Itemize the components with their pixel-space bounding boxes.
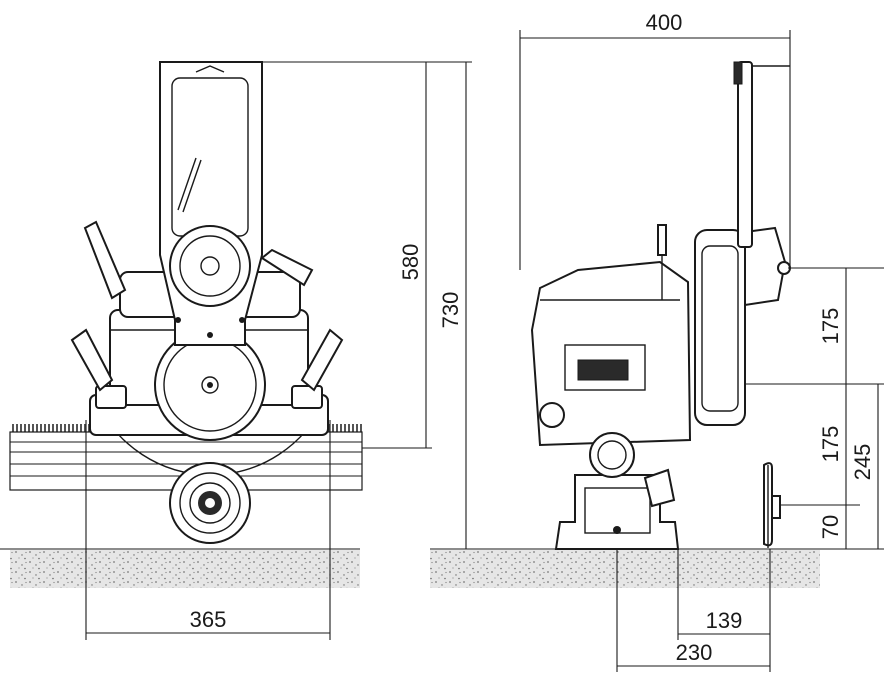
ground-left <box>0 548 360 588</box>
main-pulley-front <box>154 329 266 441</box>
dim-label-400: 400 <box>646 10 683 35</box>
blade-guard-side <box>694 61 791 426</box>
side-view <box>530 61 791 550</box>
dim-lines-front <box>85 61 472 640</box>
ground-right <box>430 548 884 588</box>
dim-label-230: 230 <box>676 640 713 665</box>
dim-label-730: 730 <box>438 292 463 329</box>
dim-label-139: 139 <box>706 608 743 633</box>
dim-label-245: 245 <box>850 444 875 481</box>
rail-wheel-front <box>169 462 251 544</box>
dim-label-365: 365 <box>190 607 227 632</box>
mast-front <box>159 61 263 346</box>
dim-label-580: 580 <box>398 244 423 281</box>
dim-label-70: 70 <box>818 515 843 539</box>
handles-front <box>70 220 344 392</box>
dim-label-175-lower: 175 <box>818 426 843 463</box>
dim-lines-side <box>519 30 884 672</box>
dim-label-175-upper: 175 <box>818 308 843 345</box>
front-view <box>9 61 363 544</box>
rail-wheel-side <box>763 462 781 548</box>
machine-body-side <box>530 224 692 508</box>
